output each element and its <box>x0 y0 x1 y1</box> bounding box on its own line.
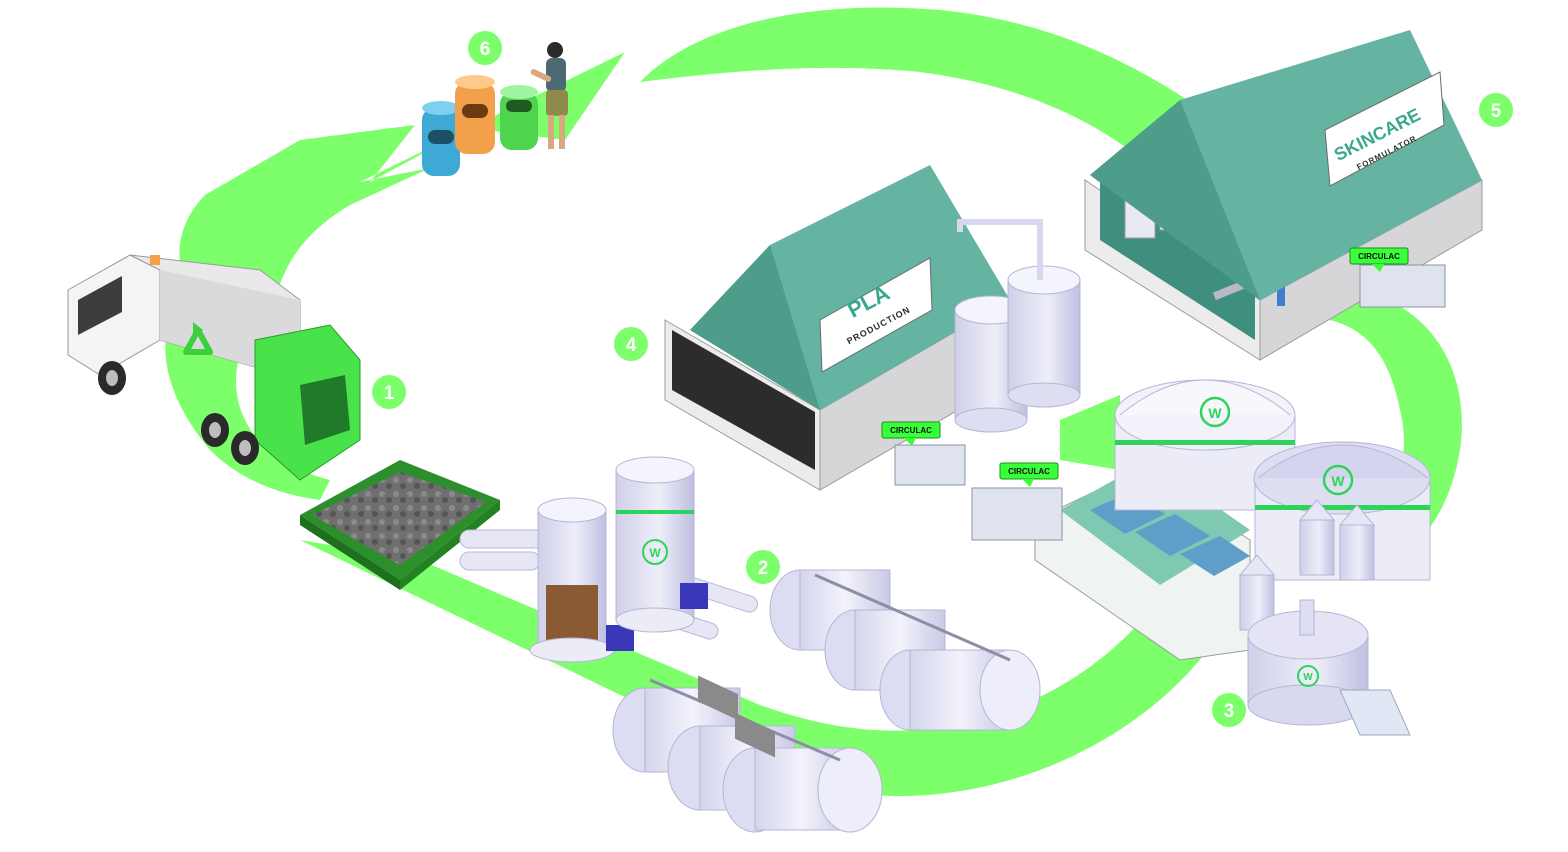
flow-band-bottom <box>300 540 1215 797</box>
digester-right: W <box>615 456 708 633</box>
person-figure <box>530 42 568 149</box>
svg-text:W: W <box>1208 405 1222 421</box>
clarifier-tank: W <box>1247 599 1411 736</box>
svg-text:5: 5 <box>1491 101 1502 122</box>
step-badge-1: 1 <box>372 375 406 409</box>
circulac-tag: CIRCULAC <box>999 462 1059 487</box>
pla-fermentation-vats <box>698 675 775 758</box>
skincare-formulator-building: SKINCARE FORMULATOR <box>1084 30 1483 361</box>
w-loop-logo-icon: W <box>1322 464 1354 496</box>
flow-band-mid <box>1060 395 1120 470</box>
step-badge-4: 4 <box>614 327 648 361</box>
garbage-truck <box>67 254 361 481</box>
tank-row-back <box>769 569 1041 731</box>
tank-row-front <box>612 687 883 833</box>
digester-dome-large: W <box>1114 379 1296 511</box>
svg-text:1: 1 <box>384 383 395 404</box>
circulac-crates-pla: CIRCULAC <box>881 421 966 486</box>
w-loop-logo-icon: W <box>1199 396 1231 428</box>
step-badge-6: 6 <box>468 31 502 65</box>
svg-text:6: 6 <box>480 39 491 60</box>
shredder-pit <box>300 460 500 590</box>
step-badge-5: 5 <box>1479 93 1513 127</box>
svg-text:W: W <box>1331 473 1345 489</box>
pla-production-building: PLA PRODUCTION <box>664 165 1011 758</box>
step-badge-3: 3 <box>1212 693 1246 727</box>
step-badge-2: 2 <box>746 550 780 584</box>
pla-storage-silos <box>954 219 1081 433</box>
blue-bin <box>422 101 460 176</box>
conical-silos <box>1238 499 1376 631</box>
w-loop-logo-icon: W <box>642 539 668 565</box>
svg-text:W: W <box>649 546 661 560</box>
svg-text:CIRCULAC: CIRCULAC <box>1358 252 1400 261</box>
circulac-crates-skincare: CIRCULAC <box>1349 247 1446 308</box>
digester-left <box>529 497 634 663</box>
orange-bin <box>455 75 495 154</box>
circulac-crates-plant: CIRCULAC <box>971 462 1063 541</box>
waste-bins-scene <box>422 42 568 176</box>
svg-text:3: 3 <box>1224 701 1235 722</box>
circulac-tag: CIRCULAC <box>1349 247 1409 272</box>
svg-text:2: 2 <box>758 558 769 579</box>
circulac-tag: CIRCULAC <box>881 421 941 446</box>
w-loop-logo-icon: W <box>1297 665 1319 687</box>
flow-arrow-top <box>640 7 1260 175</box>
horizontal-tank-field <box>612 569 1041 833</box>
svg-text:CIRCULAC: CIRCULAC <box>1008 467 1050 476</box>
svg-text:CIRCULAC: CIRCULAC <box>890 426 932 435</box>
processing-plant <box>1034 460 1251 661</box>
green-bin <box>500 85 538 150</box>
svg-text:W: W <box>1303 672 1313 683</box>
recycle-icon <box>183 322 213 355</box>
svg-text:4: 4 <box>626 335 637 356</box>
